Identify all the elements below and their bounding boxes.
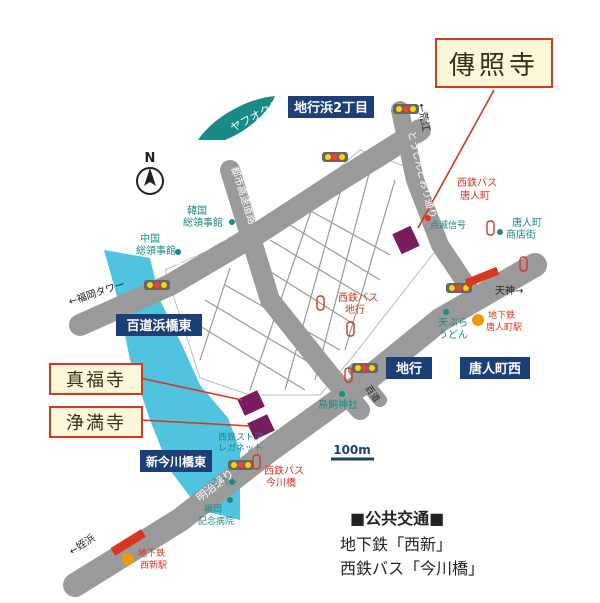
dir-tenjin: 天神→	[495, 284, 523, 297]
bus-stops	[252, 215, 528, 470]
junction-tojinmachi-nishi: 唐人町西	[460, 357, 530, 379]
svg-text:唐人町西: 唐人町西	[469, 361, 521, 377]
jomanji-marker	[247, 414, 275, 440]
china-line1: 中国	[140, 232, 160, 245]
shotengai-line2: 商店街	[506, 228, 536, 241]
major-roads	[63, 101, 547, 597]
imagawabashi-bus-1: 西鉄バス	[264, 464, 304, 477]
fukuoka-kinen-line1: 福岡	[204, 503, 222, 515]
scale-bar: 100m	[331, 443, 374, 461]
transit-line1: 地下鉄「西新」	[340, 535, 453, 554]
compass: N	[136, 151, 164, 195]
jigyo-bus-1: 西鉄バス	[338, 291, 378, 304]
leader-lines	[139, 89, 495, 427]
shinpukuji-label: 真福寺	[66, 370, 126, 391]
svg-text:新今川橋東: 新今川橋東	[146, 454, 206, 469]
water-dome-bay	[198, 96, 275, 140]
street-grid	[189, 169, 396, 391]
tenmetsu-label: 点滅信号	[430, 219, 466, 231]
svg-text:地下鉄: 地下鉄	[138, 547, 165, 559]
shinpukuji-marker	[237, 390, 265, 416]
tojinmachi-bus-2: 唐人町	[460, 189, 490, 202]
svg-text:唐人町駅: 唐人町駅	[486, 321, 522, 333]
junction-jigyo: 地行	[386, 357, 432, 379]
nishijin-subway: 地下鉄 西新駅	[110, 529, 167, 571]
junction-jigyohama2: 地行浜2丁目	[288, 96, 374, 118]
denshoji-marker	[392, 225, 420, 255]
denshoji-label: 傳照寺	[449, 51, 539, 81]
nishitetsu-line2: レガネット	[218, 443, 263, 454]
fukuoka-kinen-line2: 記念病院	[198, 515, 234, 527]
svg-text:地行浜2丁目: 地行浜2丁目	[294, 100, 368, 116]
svg-text:100m: 100m	[333, 443, 371, 457]
svg-text:地行: 地行	[396, 361, 422, 377]
jomanji-label: 浄満寺	[66, 413, 126, 434]
junction-shin-imagawabashi-higashi: 新今川橋東	[140, 450, 212, 472]
dir-meinohama: ←姪浜	[67, 531, 98, 557]
gusto-label: ガスト	[211, 477, 238, 488]
junction-momochihama-higashi: 百道浜橋東	[116, 314, 202, 336]
china-line2: 総領事館	[136, 244, 176, 257]
tenpura-line1: 天ぷら	[438, 317, 468, 329]
denshoji-box: 傳照寺	[435, 38, 553, 88]
transit-line2: 西鉄バス「今川橋」	[340, 559, 485, 578]
traffic-lights	[144, 104, 472, 470]
dir-arai: ←荒江	[415, 102, 432, 132]
tojinmachi-subway: 地下鉄 唐人町駅	[464, 266, 522, 333]
kankoku-line2: 総領事館	[183, 216, 223, 229]
shotengai-line1: 唐人町	[512, 216, 542, 229]
transit-heading: ■公共交通■	[350, 509, 445, 528]
jomanji-box: 浄満寺	[49, 406, 143, 438]
torigai-jinja: 鳥飼神社	[318, 398, 358, 411]
svg-text:地下鉄: 地下鉄	[488, 309, 515, 321]
tojinmachi-bus-1: 西鉄バス	[457, 176, 497, 189]
nishitetsu-line1: 西鉄ストア	[218, 431, 263, 443]
imagawabashi-bus-2: 今川橋	[266, 476, 296, 489]
tenpura-line2: うどん	[438, 329, 468, 341]
teal-places: 韓国 総領事館 中国 総領事館 天ぷら うどん 唐人町 商店街 鳥飼神社 西鉄ス…	[136, 205, 542, 527]
shinpukuji-box: 真福寺	[49, 363, 143, 395]
svg-text:西新駅: 西新駅	[140, 559, 167, 571]
north-label: N	[145, 151, 156, 166]
svg-text:百道浜橋東: 百道浜橋東	[126, 318, 191, 334]
kankoku-line1: 韓国	[187, 205, 207, 217]
jigyo-bus-2: 地行	[345, 303, 365, 316]
bus-labels: 西鉄バス 唐人町 西鉄バス 地行 西鉄バス 今川橋	[264, 176, 497, 489]
